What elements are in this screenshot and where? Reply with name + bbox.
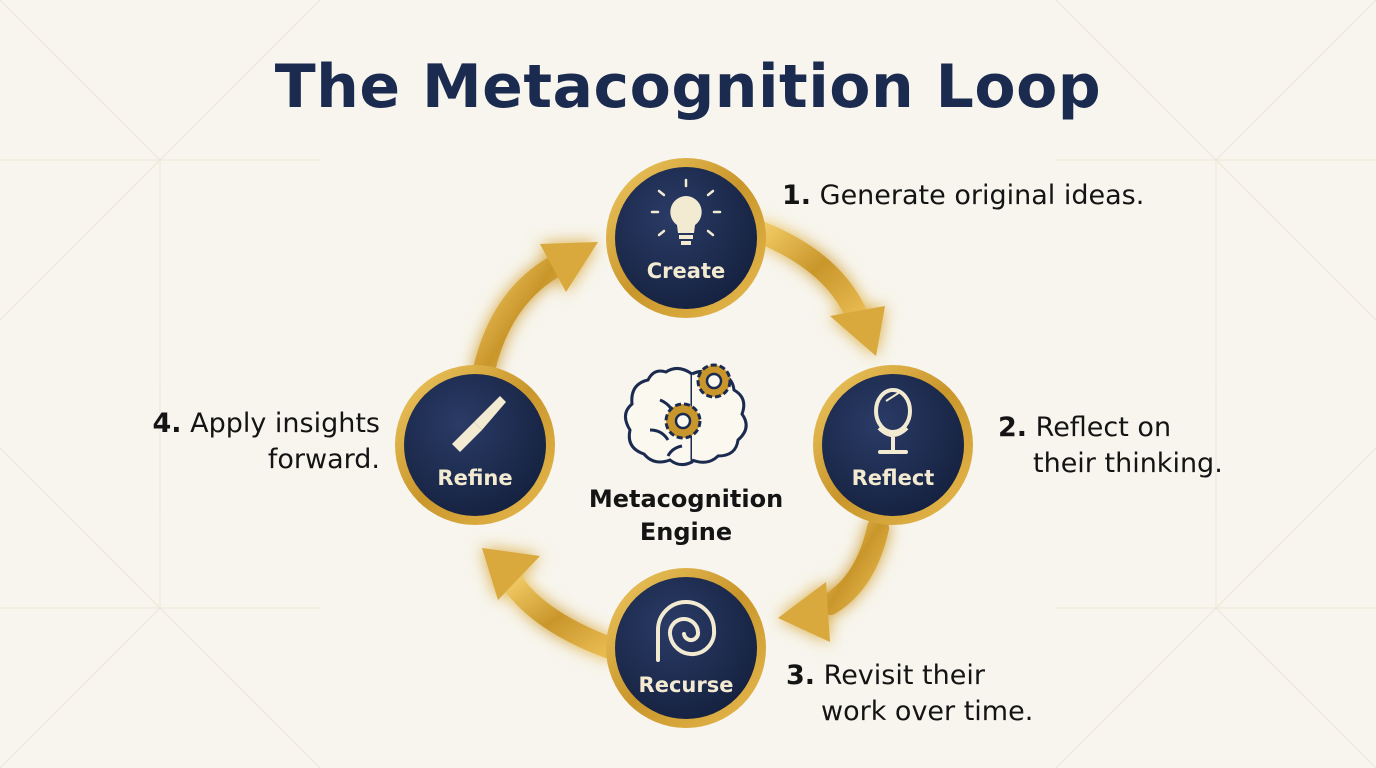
node-label-refine: Refine [437,466,512,490]
node-label-recurse: Recurse [639,673,734,697]
center-label-line2: Engine [639,518,733,546]
spiral-icon [656,600,717,662]
step-4-line2: forward. [267,444,380,475]
step-2-number: 2. [998,412,1028,443]
step-2-line2: their thinking. [1033,448,1223,479]
step-1-line1: Generate original ideas. [819,180,1145,211]
page-title: The Metacognition Loop [274,52,1102,122]
step-2-text: 2. Reflect on their thinking. [998,410,1298,482]
lightbulb-icon [650,178,722,245]
center-label-line1: Metacognition [588,485,784,513]
step-1-number: 1. [782,180,812,211]
step-4-text: 4. Apply insights forward. [80,406,380,478]
node-label-create: Create [647,259,725,283]
arrow-recurse-to-refine [482,548,621,659]
chisel-icon [452,396,506,452]
step-3-text: 3. Revisit their work over time. [786,658,1086,730]
step-3-line2: work over time. [821,696,1034,727]
gear-icon [664,402,702,440]
arrow-reflect-to-recurse [778,517,889,642]
arrow-refine-to-create [473,242,598,381]
node-recurse: Recurse [606,568,766,728]
step-3-line1: Revisit their [823,660,985,691]
step-1-text: 1. Generate original ideas. [782,178,1144,214]
center-label: Metacognition Engine [556,483,816,549]
node-refine: Refine [395,365,555,525]
node-create: Create [606,158,766,318]
arrow-create-to-reflect [749,221,885,356]
gear-icon [696,363,732,399]
step-4-line1: Apply insights [190,408,380,439]
step-4-number: 4. [152,408,182,439]
node-label-reflect: Reflect [852,466,935,490]
step-3-number: 3. [786,660,816,691]
step-2-line1: Reflect on [1035,412,1172,443]
mirror-icon [874,388,912,454]
node-reflect: Reflect [813,365,973,525]
